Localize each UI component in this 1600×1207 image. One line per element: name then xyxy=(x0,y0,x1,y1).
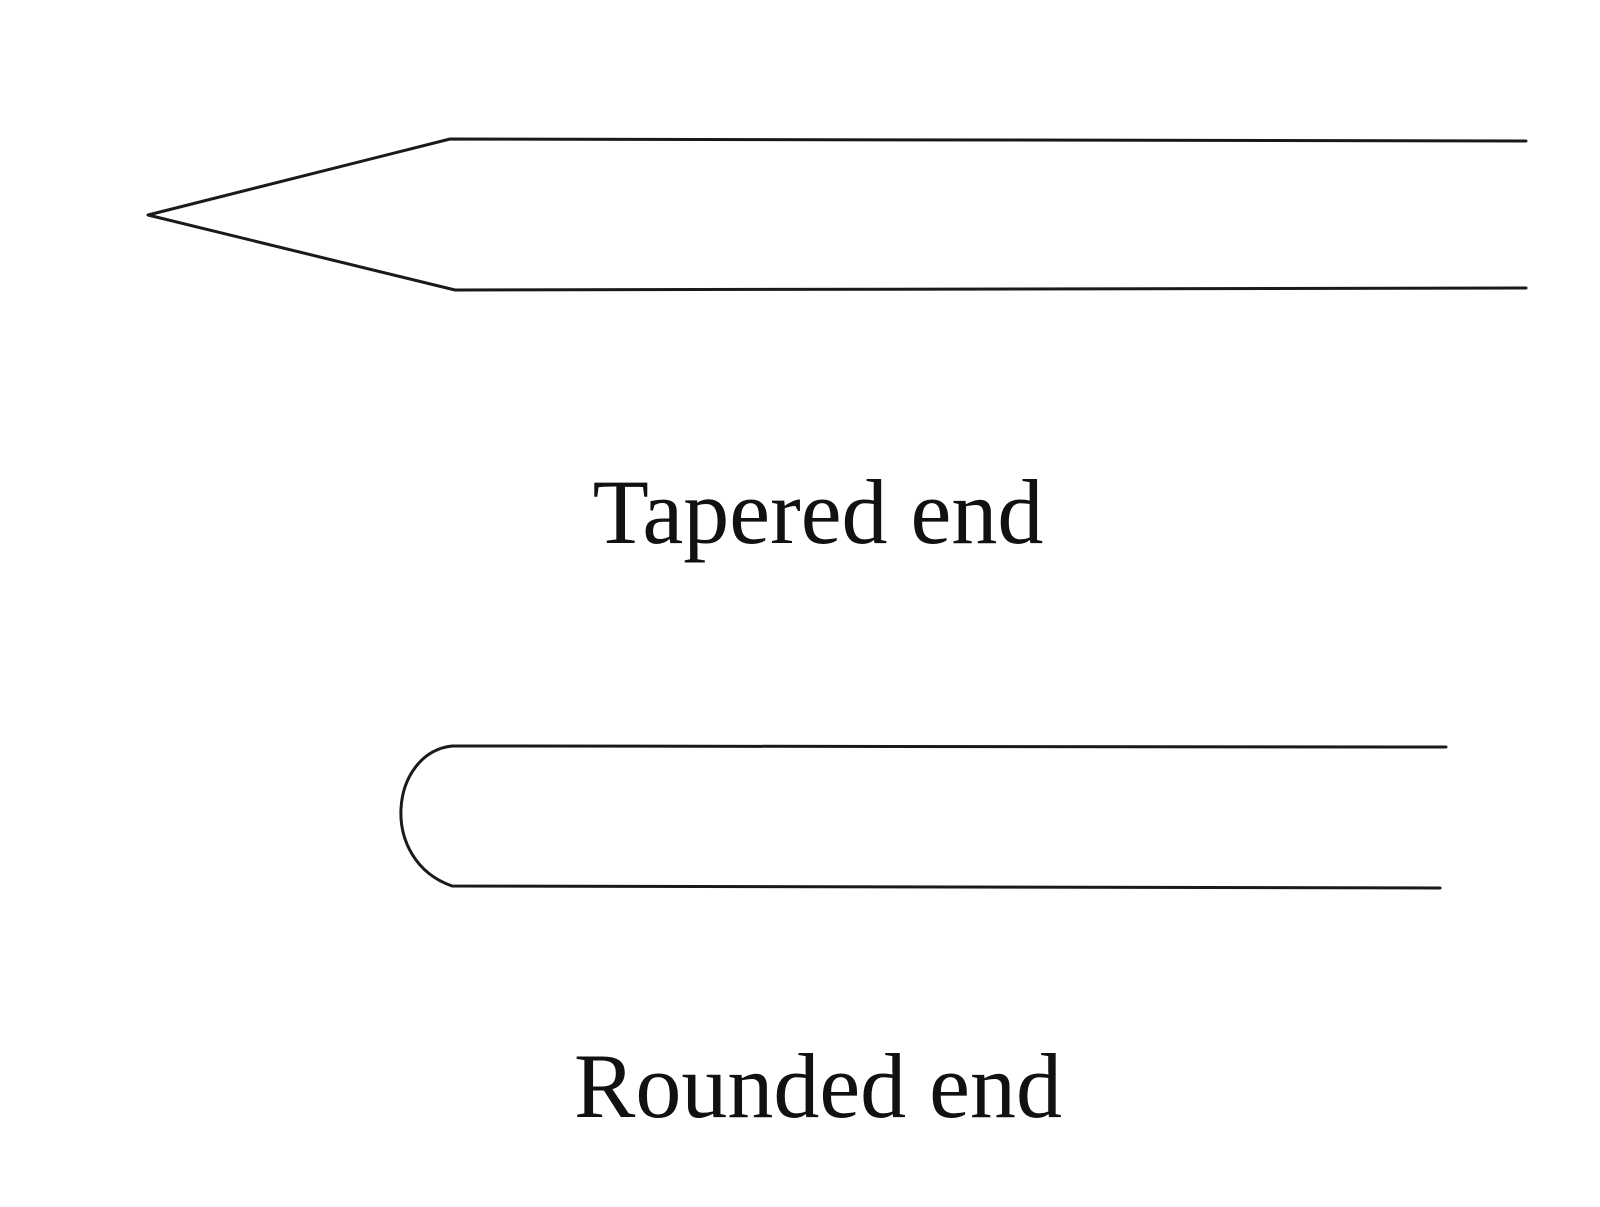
rounded-end-outline xyxy=(399,744,1448,890)
tapered-end-shape xyxy=(146,137,1528,292)
tapered-end-label: Tapered end xyxy=(592,461,1044,563)
rounded-end-label: Rounded end xyxy=(573,1035,1063,1137)
tapered-end-outline xyxy=(146,137,1528,292)
rounded-end-shape xyxy=(399,744,1448,890)
